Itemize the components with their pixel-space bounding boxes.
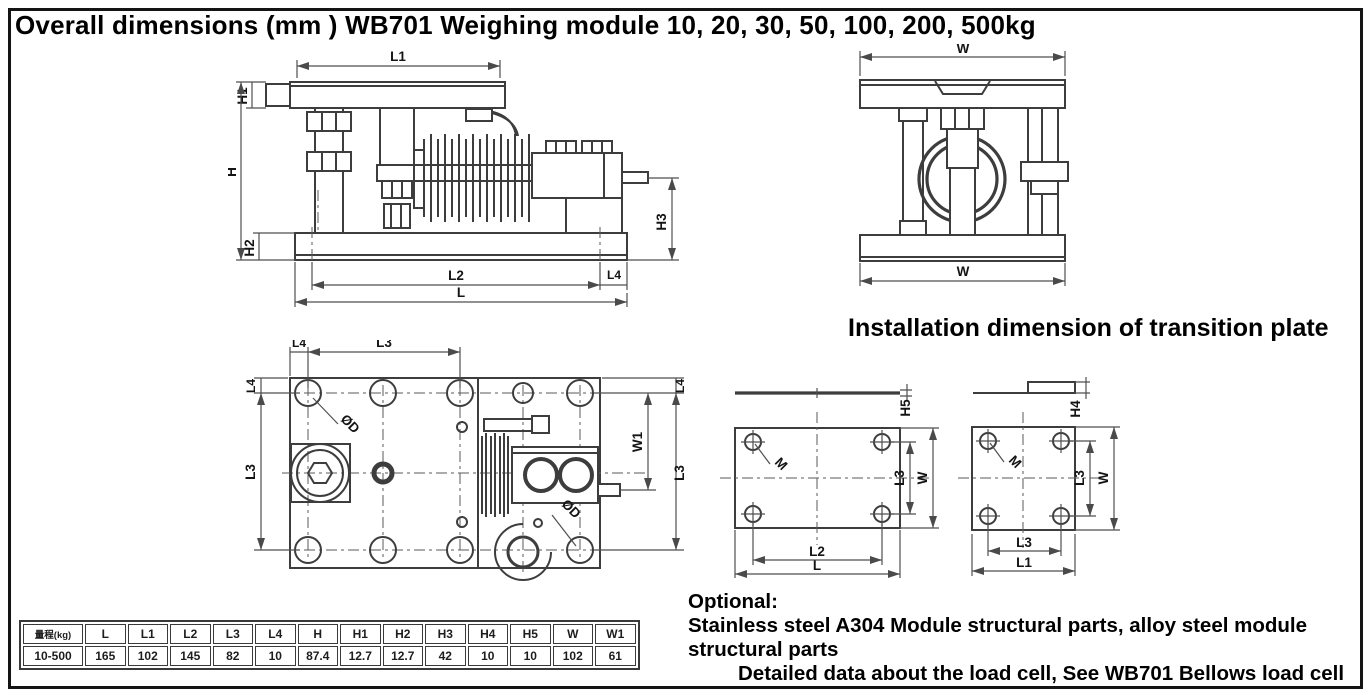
table-value-w1: 61 [595, 646, 636, 666]
dim-label-l3-right: L3 [672, 465, 687, 481]
table-header-h1: H1 [340, 624, 381, 644]
notes-block: Optional: Stainless steel A304 Module st… [688, 590, 1344, 686]
table-value-l1: 102 [127, 646, 168, 666]
dim-label-l4: L4 [607, 268, 621, 282]
table-header-h4: H4 [467, 624, 508, 644]
table-value-h4: 10 [467, 646, 508, 666]
dim-label-l1: L1 [390, 49, 406, 64]
table-value-h2: 12.7 [382, 646, 423, 666]
table-header-l2: L2 [170, 624, 211, 644]
dim-label-h1: H1 [235, 87, 250, 105]
dim-label-l4-right: L4 [673, 379, 687, 393]
page-title: Overall dimensions (mm ) WB701 Weighing … [15, 10, 1036, 40]
dim-label-l3-top: L3 [376, 340, 392, 350]
table-header-h: H [297, 624, 338, 644]
dim-label-l2-plate: L2 [809, 544, 825, 559]
table-header-h3: H3 [425, 624, 466, 644]
dim-label-h3: H3 [654, 213, 669, 231]
table-value-h3: 42 [425, 646, 466, 666]
dim-label-l4-left: L4 [244, 379, 258, 393]
top-view-drawing: L4 L3 L4 L3 L4 L3 W1 ØD ØD [243, 340, 687, 581]
dim-label-l3-left: L3 [243, 464, 258, 480]
dim-label-m-left: M [772, 455, 791, 474]
dim-label-l3-plate-left: L3 [892, 470, 907, 486]
dim-label-l4-top: L4 [292, 340, 306, 350]
section-heading: Installation dimension of transition pla… [848, 314, 1329, 342]
table-header-w1: W1 [595, 624, 636, 644]
table-value-w: 102 [552, 646, 593, 666]
table-value-l4: 10 [255, 646, 296, 666]
transition-plates-drawing: H5 M L3 W L2 L H4 [720, 377, 1120, 578]
table-header-l1: L1 [127, 624, 168, 644]
notes-line-loadcell: Detailed data about the load cell, See W… [738, 662, 1345, 685]
front-view-module [859, 79, 1069, 262]
table-header-l: L [85, 624, 126, 644]
dim-label-w-plate-left: W [915, 471, 930, 484]
table-header-l4: L4 [255, 624, 296, 644]
dim-label-h: H [228, 167, 239, 177]
top-view-module [282, 377, 648, 581]
dim-label-w-plate-right: W [1096, 471, 1111, 484]
dim-label-l3-plate-right-bottom: L3 [1016, 535, 1032, 550]
notes-line-materials-2: structural parts [688, 638, 839, 661]
table-header-w: W [552, 624, 593, 644]
table-header-capacity: 量程(kg) [23, 624, 83, 644]
table-value-h: 87.4 [297, 646, 338, 666]
side-view-drawing: L1 H1 H H2 H3 L2 L4 L [228, 49, 679, 307]
side-view-dimensions: L1 H1 H H2 H3 L2 L4 L [228, 49, 679, 307]
table-header-h5: H5 [510, 624, 551, 644]
table-value-h1: 12.7 [340, 646, 381, 666]
dim-label-w-top: W [957, 44, 970, 56]
dim-label-l1-plate: L1 [1016, 555, 1032, 570]
dim-label-l2: L2 [448, 268, 464, 283]
notes-optional-label: Optional: [688, 590, 778, 613]
table-header-h2: H2 [382, 624, 423, 644]
dim-label-l: L [457, 285, 465, 300]
table-value-l: 165 [85, 646, 126, 666]
dim-label-hole-diameter-1: ØD [338, 411, 363, 436]
front-view-drawing: W W [859, 44, 1069, 286]
table-header-l3: L3 [212, 624, 253, 644]
dim-label-l-plate: L [813, 558, 821, 573]
table-value-h5: 10 [510, 646, 551, 666]
transition-plate-right: H4 M L3 W L3 L1 [958, 377, 1120, 576]
table-value-capacity: 10-500 [23, 646, 83, 666]
dim-label-h2: H2 [242, 239, 257, 256]
dim-label-w-bottom: W [957, 264, 970, 279]
dim-label-m-right: M [1006, 453, 1025, 472]
dimension-table: 量程(kg) L L1 L2 L3 L4 H H1 H2 H3 H4 H5 W … [19, 620, 640, 670]
table-value-l3: 82 [212, 646, 253, 666]
side-view-module [265, 81, 649, 266]
dim-label-w1: W1 [630, 431, 645, 452]
table-value-l2: 145 [170, 646, 211, 666]
dim-label-h5: H5 [898, 399, 913, 417]
front-view-dimensions: W W [859, 44, 1066, 286]
transition-plate-left: H5 M L3 W L2 L [720, 384, 939, 578]
dim-label-h4: H4 [1068, 400, 1083, 418]
notes-line-materials: Stainless steel A304 Module structural p… [688, 614, 1308, 637]
dim-label-l3-plate-right-side: L3 [1072, 470, 1087, 486]
